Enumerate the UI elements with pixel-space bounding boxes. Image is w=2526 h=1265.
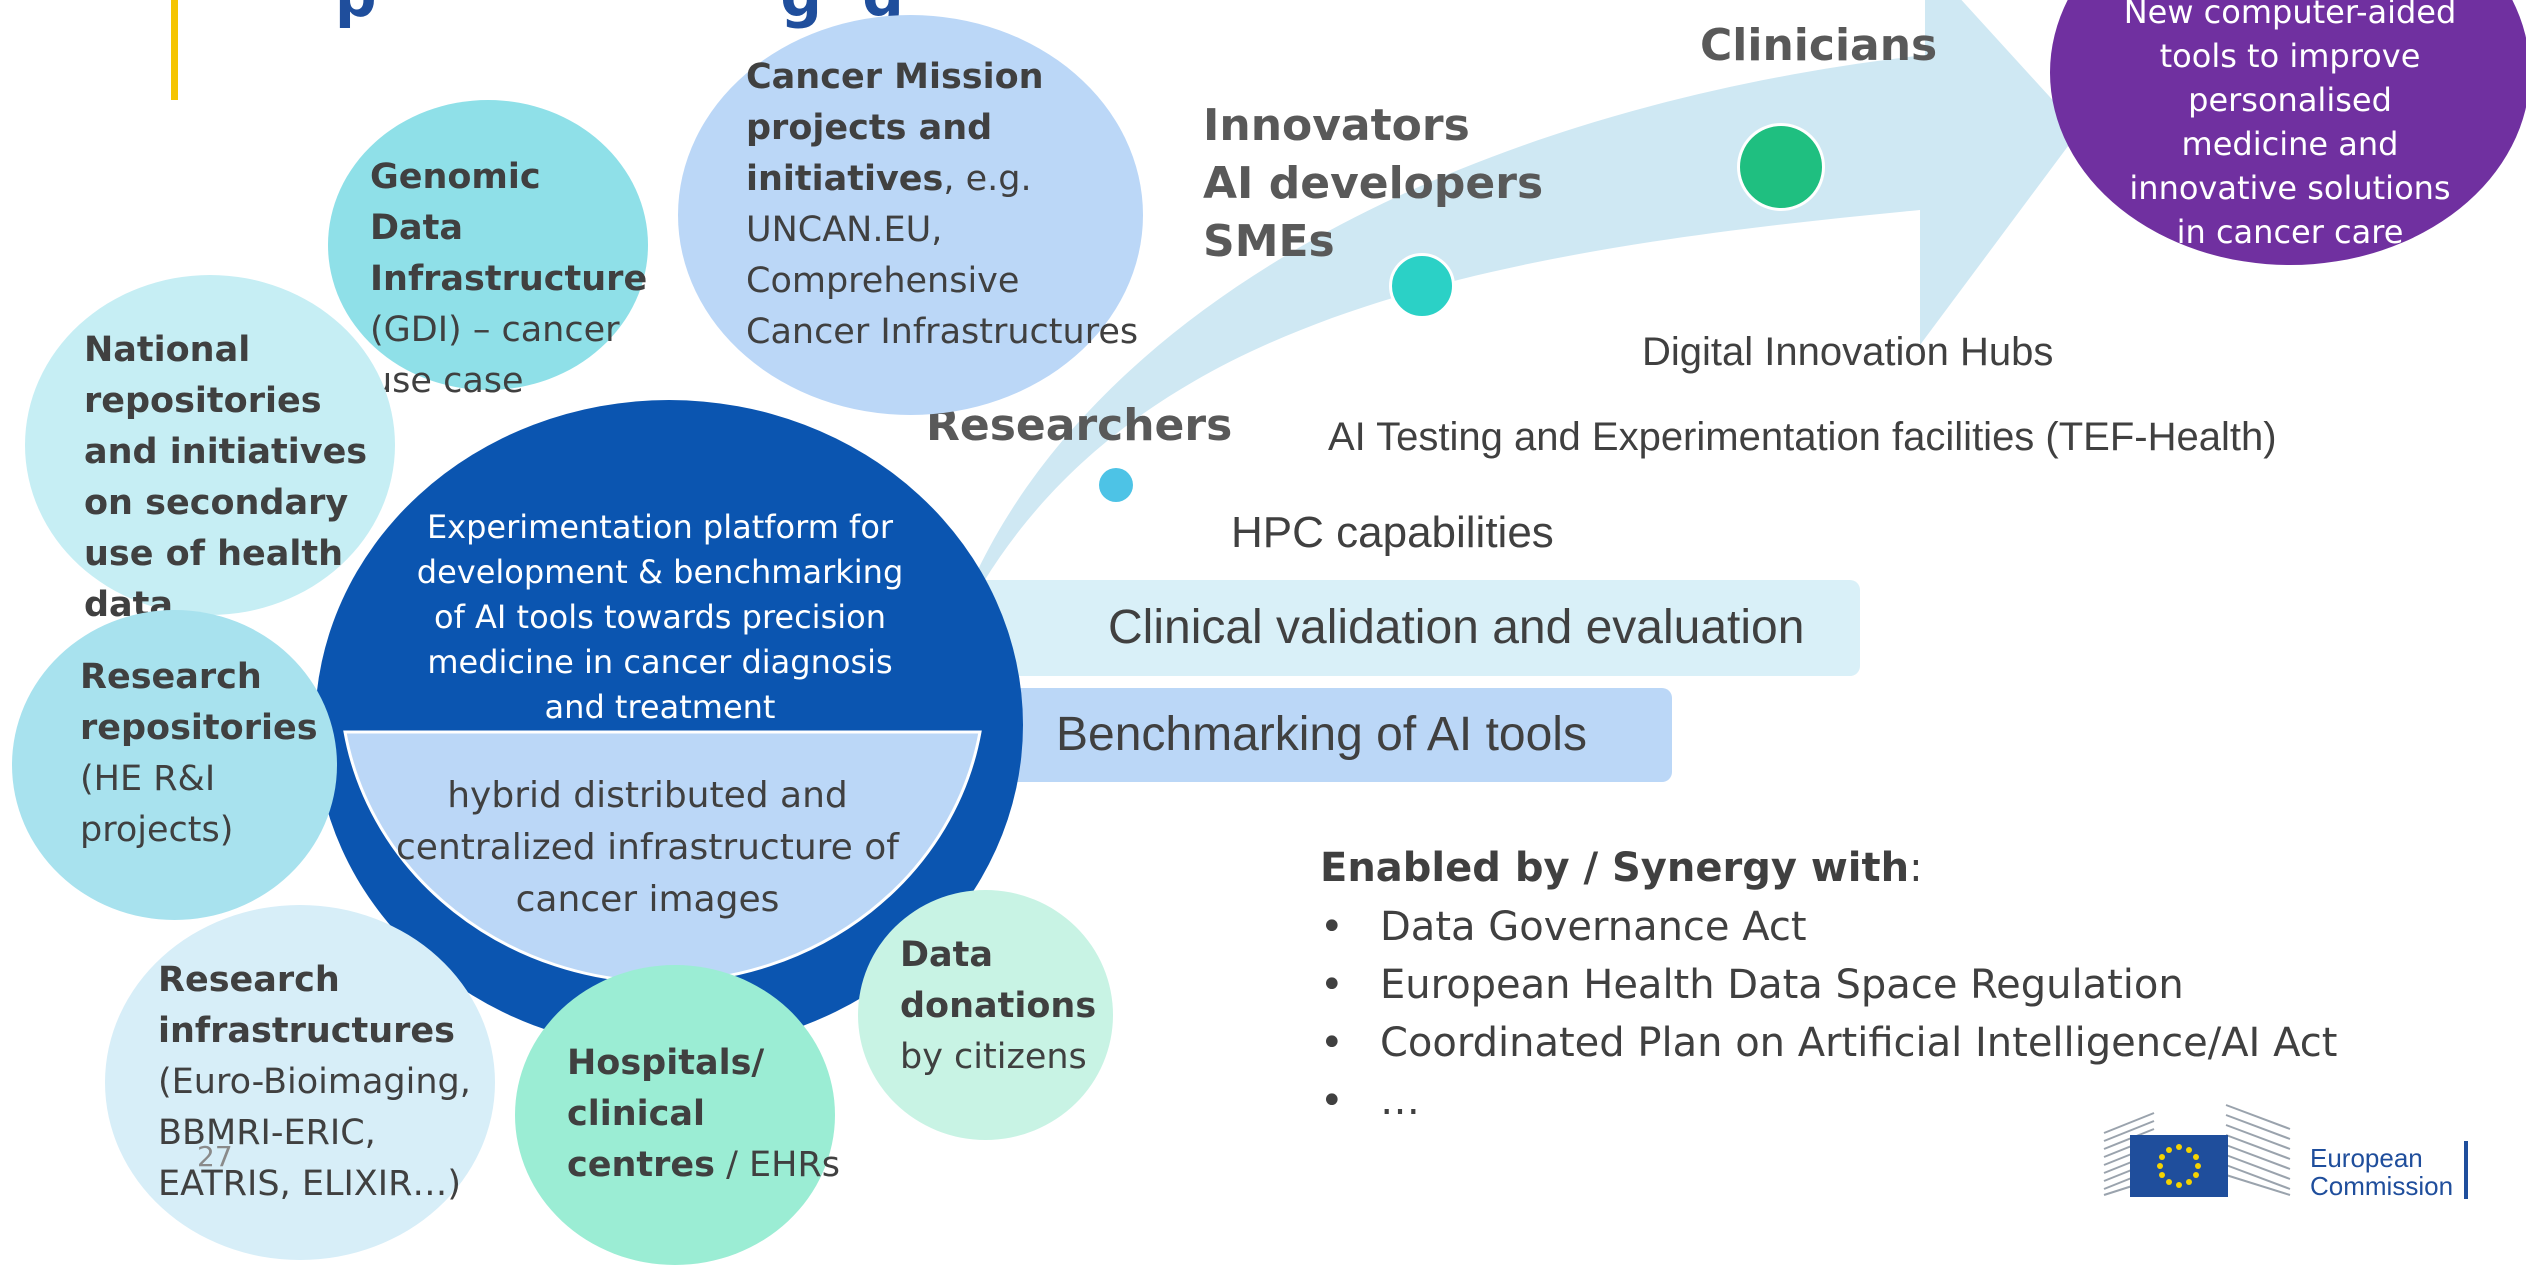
platform-top-text: Experimentation platform for development… — [416, 508, 904, 726]
bubble-research-repositories — [12, 610, 337, 920]
list-item: Data Governance Act — [1320, 898, 2420, 956]
enabled-by-section: Enabled by / Synergy with: Data Governan… — [1320, 838, 2420, 1130]
text-research-repositories: Research repositories (HE R&I projects) — [80, 657, 318, 850]
ec-logo-divider — [2464, 1141, 2468, 1199]
layer-clinical-validation: Clinical validation and evaluation — [940, 580, 1860, 676]
label-innovators: Innovators — [1203, 100, 1470, 151]
accent-bar — [171, 0, 178, 100]
ec-logo-line1: European — [2310, 1143, 2423, 1173]
dot-researchers — [1099, 468, 1133, 502]
list-item: Coordinated Plan on Artificial Intellige… — [1320, 1014, 2420, 1072]
platform-bottom-text: hybrid distributed and centralized infra… — [396, 775, 899, 920]
ec-logo-line2: Commission — [2310, 1171, 2454, 1201]
enabled-heading: Enabled by / Synergy with: — [1320, 845, 1923, 891]
layer-benchmarking: Benchmarking of AI tools — [940, 688, 1672, 782]
label-ai-developers: AI developers — [1203, 158, 1544, 209]
layer-clinical-text: Clinical validation and evaluation — [1108, 601, 1805, 654]
list-item: European Health Data Space Regulation — [1320, 956, 2420, 1014]
dot-innovators — [1389, 253, 1455, 319]
bubble-national — [25, 275, 395, 615]
ec-logo: European Commission — [2100, 1095, 2480, 1205]
list-item: … — [1320, 1072, 2420, 1130]
bubble-cancer-mission — [678, 15, 1143, 415]
bubble-research-infrastructures — [105, 905, 495, 1260]
text-cancer-mission: Cancer Mission projects and initiatives,… — [746, 57, 1139, 352]
page-title-fragment: p g g — [335, 0, 904, 30]
label-researchers: Researchers — [926, 400, 1233, 451]
label-clinicians: Clinicians — [1700, 20, 1938, 71]
layer-hpc: HPC capabilities — [1231, 508, 1554, 557]
enabled-list: Data Governance Act European Health Data… — [1320, 898, 2420, 1130]
text-national: National repositories and initiatives on… — [84, 330, 368, 625]
layer-benchmarking-text: Benchmarking of AI tools — [1056, 708, 1587, 761]
bubble-gdi — [328, 100, 648, 390]
bubble-data-donations — [858, 890, 1113, 1140]
label-smes: SMEs — [1203, 216, 1335, 267]
layer-tef: AI Testing and Experimentation facilitie… — [1328, 415, 2277, 459]
outcome-text: New computer-aided tools to improve pers… — [2123, 0, 2457, 251]
text-data-donations: Data donations by citizens — [900, 935, 1097, 1077]
page-number: 27 — [197, 1140, 233, 1173]
layer-dih: Digital Innovation Hubs — [1642, 330, 2054, 374]
text-gdi: Genomic Data Infrastructure (GDI) – canc… — [370, 157, 648, 401]
text-hospitals: Hospitals/ clinical centres / EHRs — [567, 1043, 840, 1185]
ec-logo-graphic — [2103, 1104, 2291, 1197]
text-research-infrastructures: Research infrastructures (Euro-Bioimagin… — [158, 960, 471, 1204]
dot-clinicians — [1737, 123, 1825, 211]
bubble-hospitals — [515, 965, 835, 1265]
